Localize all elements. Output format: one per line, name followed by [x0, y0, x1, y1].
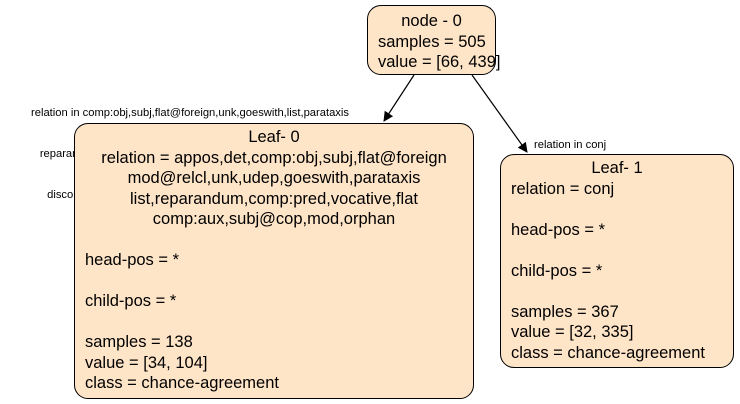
spacer: [85, 230, 463, 251]
leaf-relation-line: list,reparandum,comp:pred,vocative,flat: [130, 189, 418, 208]
edge-root-to-leaf1: [471, 74, 528, 153]
node-title: node - 0: [401, 12, 462, 30]
leaf-head-pos: head-pos = *: [511, 220, 606, 239]
node-samples: samples = 505: [378, 32, 486, 51]
leaf-class: class = chance-agreement: [511, 343, 705, 362]
leaf-child-pos: child-pos = *: [511, 261, 603, 280]
leaf-title: Leaf- 0: [248, 128, 300, 146]
leaf-node-1: Leaf- 1 relation = conj head-pos = * chi…: [500, 154, 734, 368]
spacer: [85, 312, 463, 333]
leaf-samples: samples = 367: [511, 302, 619, 321]
spacer: [511, 199, 723, 220]
edge-root-to-leaf0: [383, 74, 415, 122]
leaf-class: class = chance-agreement: [85, 374, 279, 392]
edge-label-right: relation in conj: [534, 139, 607, 151]
spacer: [511, 281, 723, 302]
root-node: node - 0 samples = 505 value = [66, 439]: [367, 5, 501, 75]
leaf-head-pos: head-pos = *: [85, 251, 180, 269]
leaf-relation: relation = conj: [511, 179, 615, 198]
leaf-relation-line: mod@relcl,unk,udep,goeswith,parataxis: [127, 169, 421, 187]
leaf-title: Leaf- 1: [591, 159, 643, 177]
spacer: [511, 240, 723, 261]
edge-label-line: relation in comp:obj,subj,flat@foreign,u…: [31, 107, 349, 120]
leaf-child-pos: child-pos = *: [85, 292, 177, 310]
spacer: [85, 271, 463, 292]
leaf-node-0: Leaf- 0 relation = appos,det,comp:obj,su…: [74, 123, 474, 399]
leaf-relation-line: comp:aux,subj@cop,mod,orphan: [152, 210, 396, 228]
leaf-samples: samples = 138: [85, 333, 193, 351]
leaf-relation-line: relation = appos,det,comp:obj,subj,flat@…: [101, 148, 447, 167]
leaf-value: value = [32, 335]: [511, 323, 634, 341]
node-value: value = [66, 439]: [378, 53, 501, 71]
leaf-value: value = [34, 104]: [85, 353, 208, 372]
